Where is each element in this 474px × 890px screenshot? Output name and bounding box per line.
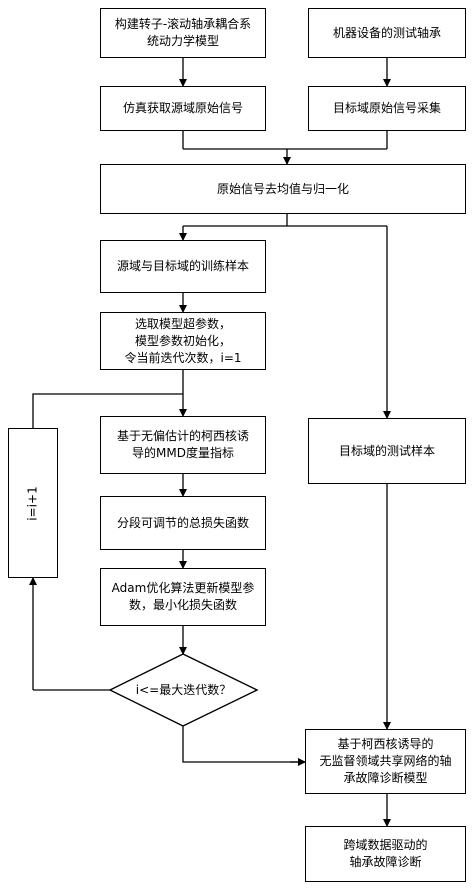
node-build-model: 构建转子-滚动轴承耦合系 统动力学模型	[100, 8, 266, 58]
decision-diamond	[108, 653, 259, 727]
node-final: 跨域数据驱动的 轴承故障诊断	[305, 826, 466, 882]
node-test-bearing: 机器设备的测试轴承	[308, 8, 466, 58]
node-target-collect: 目标域原始信号采集	[308, 86, 466, 131]
node-diag-model: 基于柯西核诱导的 无监督领域共享网络的轴 承故障诊断模型	[305, 729, 466, 794]
node-mmd-metric: 基于无偏估计的柯西核诱 导的MMD度量指标	[100, 416, 266, 474]
node-adam: Adam优化算法更新模型参 数，最小化损失函数	[100, 568, 266, 626]
node-normalize: 原始信号去均值与归一化	[100, 164, 466, 214]
loop-counter-label: i=i+1	[25, 485, 40, 521]
node-loss-fn: 分段可调节的总损失函数	[100, 496, 266, 550]
node-sim-source: 仿真获取源域原始信号	[100, 86, 266, 131]
node-loop-counter: i=i+1	[8, 428, 58, 578]
decision-label: i<=最大迭代数？	[135, 683, 232, 697]
node-train-samples: 源域与目标域的训练样本	[100, 240, 266, 293]
node-target-test: 目标域的测试样本	[308, 418, 466, 484]
node-select-params: 选取模型超参数， 模型参数初始化， 令当前迭代次数，i=1	[100, 312, 266, 370]
